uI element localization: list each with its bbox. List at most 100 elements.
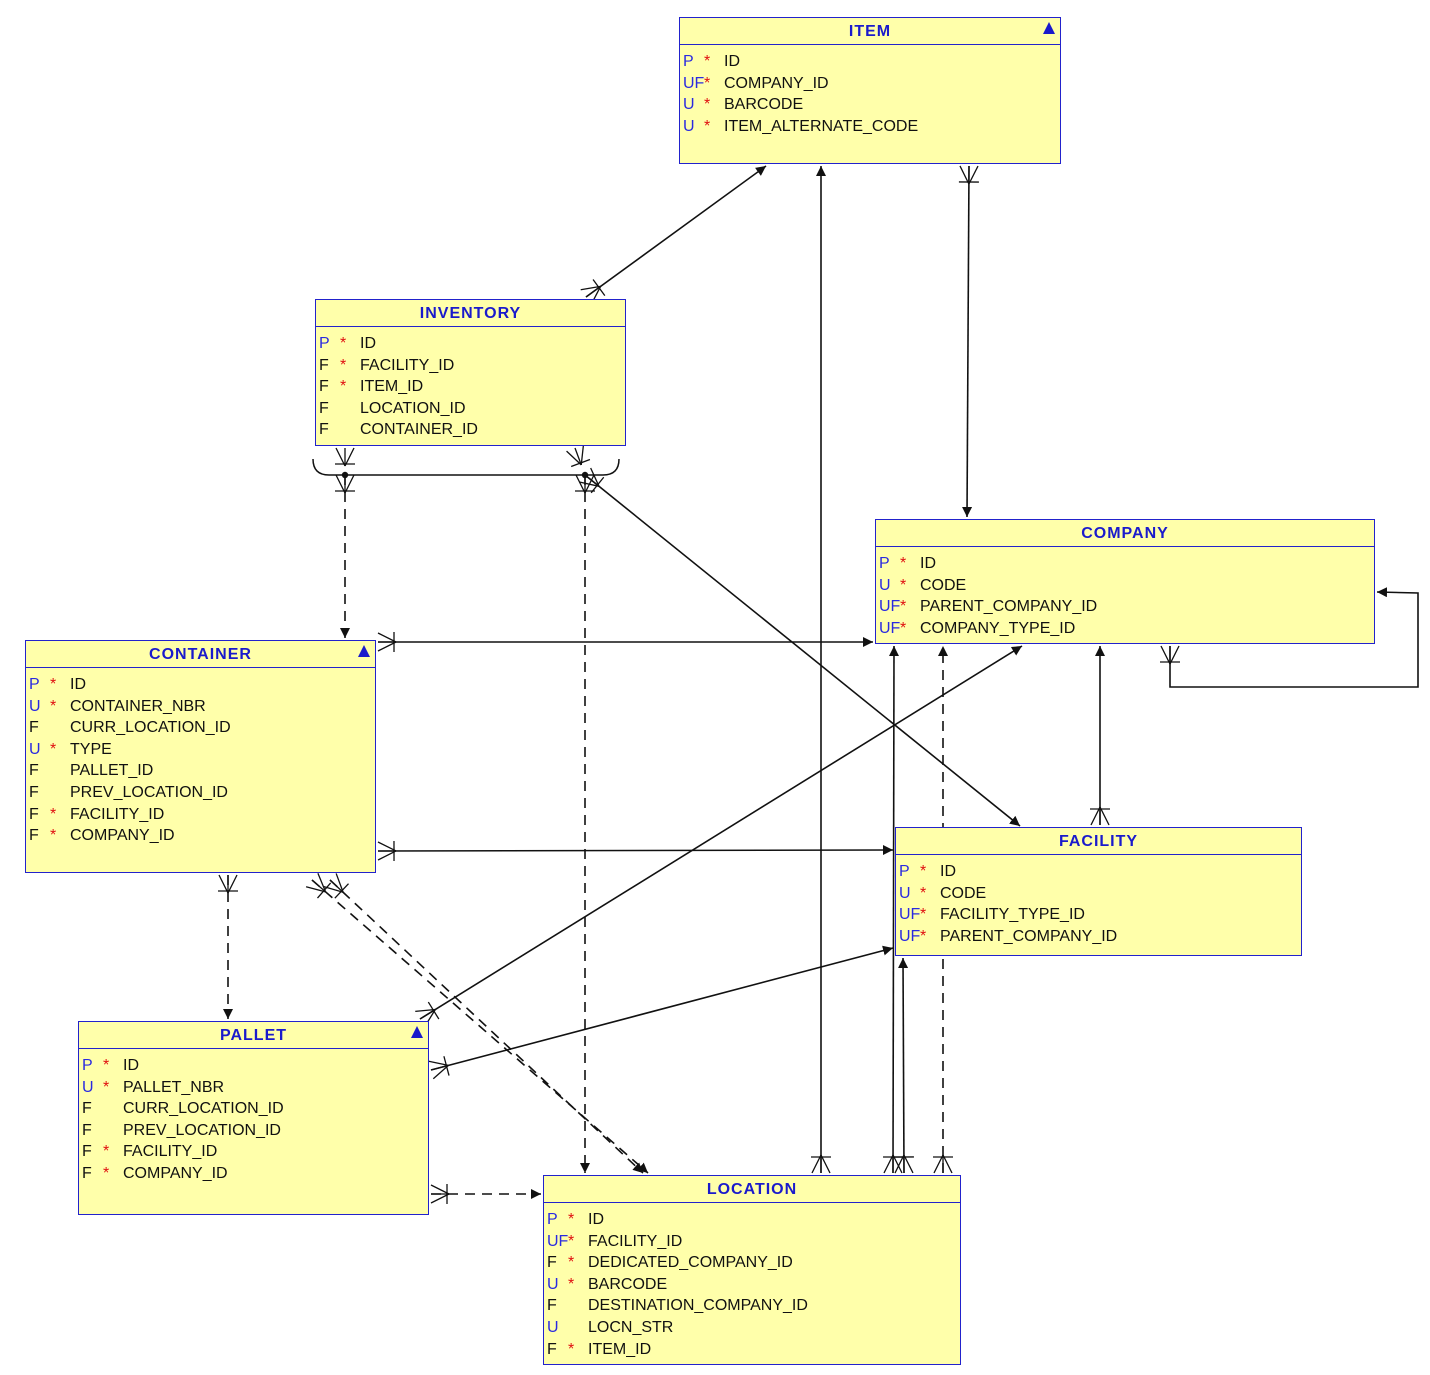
- mandatory-flag: *: [50, 805, 57, 823]
- crowfoot-end-icon: [335, 447, 355, 467]
- crowfoot-prong: [317, 872, 327, 893]
- column-key-flag: F: [29, 762, 39, 780]
- mandatory-flag: *: [704, 96, 711, 114]
- column-name: COMPANY_TYPE_ID: [920, 619, 1076, 637]
- column-name: FACILITY_ID: [70, 805, 165, 823]
- crowfoot-prong: [377, 632, 397, 643]
- column-key-flag: P: [899, 863, 910, 880]
- column-name: COMPANY_ID: [724, 74, 829, 92]
- column-name: ID: [70, 676, 86, 693]
- triangle-marker-icon: [411, 1026, 423, 1038]
- column-name: CURR_LOCATION_ID: [70, 719, 231, 737]
- column-name: ID: [360, 335, 376, 352]
- crowfoot-prong: [894, 1154, 905, 1174]
- column-name: ITEM_ID: [360, 378, 424, 396]
- crowfoot-prong: [590, 467, 600, 487]
- column-row: F*FACILITY_ID: [79, 1141, 428, 1163]
- column-key-flag: P: [319, 335, 330, 352]
- column-key-flag: P: [82, 1057, 93, 1074]
- crowfoot-prong: [430, 1184, 450, 1195]
- crowfoot-prong: [432, 1064, 449, 1080]
- column-key-flag: U: [547, 1275, 559, 1293]
- crowfoot-prong: [892, 1154, 903, 1174]
- column-row: F*FACILITY_ID: [26, 804, 375, 826]
- mandatory-flag: *: [900, 598, 907, 616]
- column-name: CURR_LOCATION_ID: [123, 1100, 284, 1118]
- crowfoot-prong: [574, 447, 582, 466]
- mandatory-flag: *: [50, 740, 57, 758]
- column-name: BARCODE: [724, 96, 804, 114]
- column-key-flag: F: [547, 1254, 557, 1272]
- relationship-inventory-item: [580, 165, 767, 305]
- entity-title-text: CONTAINER: [149, 646, 252, 663]
- entity-title-text: LOCATION: [706, 1181, 798, 1198]
- crowfoot-prong: [311, 879, 326, 893]
- mandatory-flag: *: [50, 827, 57, 845]
- column-key-flag: F: [319, 421, 329, 439]
- entity-title: COMPANY: [876, 520, 1374, 547]
- arc-bracket-path: [312, 458, 620, 476]
- relationship-line: [585, 165, 767, 298]
- mandatory-flag: *: [568, 1340, 575, 1358]
- column-row: P*ID: [544, 1209, 960, 1231]
- mandatory-flag: *: [50, 697, 57, 715]
- crowfoot-end-icon: [428, 1056, 450, 1080]
- entity-title: CONTAINER: [26, 641, 375, 668]
- crowfoot-end-icon: [893, 1154, 914, 1174]
- column-name: FACILITY_ID: [360, 356, 455, 374]
- relationship-line: [1169, 587, 1419, 688]
- column-name: PALLET_ID: [70, 762, 154, 780]
- column-name: FACILITY_TYPE_ID: [940, 906, 1085, 924]
- column-name: LOCN_STR: [588, 1318, 674, 1336]
- crowfoot-prong: [335, 474, 346, 494]
- crowfoot-prong: [942, 1154, 953, 1174]
- column-key-flag: P: [879, 555, 890, 572]
- column-row: P*ID: [680, 51, 1060, 73]
- relationship-container-location-prev: [323, 873, 644, 1174]
- column-key-flag: F: [29, 783, 39, 801]
- relationship-line: [584, 474, 1021, 827]
- column-key-flag: UF: [899, 906, 921, 924]
- column-row: F PALLET_ID: [26, 760, 375, 782]
- crowfoot-end-icon: [430, 1184, 450, 1204]
- mandatory-flag: *: [340, 335, 347, 352]
- crowfoot-prong: [579, 481, 600, 487]
- column-key-flag: U: [29, 740, 41, 758]
- crowfoot-end-icon: [1090, 806, 1110, 826]
- mandatory-flag: *: [50, 676, 57, 693]
- crowfoot-prong: [575, 474, 586, 494]
- column-key-flag: P: [29, 676, 40, 693]
- mandatory-flag: *: [103, 1143, 110, 1161]
- crowfoot-prong: [430, 1064, 449, 1071]
- column-row: UF*FACILITY_ID: [544, 1231, 960, 1253]
- column-name: CODE: [920, 576, 967, 594]
- column-name: ID: [724, 53, 740, 70]
- relationship-line: [329, 879, 644, 1174]
- relationship-inventory-container: [335, 474, 355, 638]
- crowfoot-bar: [570, 458, 591, 468]
- crowfoot-prong: [580, 444, 585, 465]
- relationship-line: [898, 957, 909, 1174]
- crowfoot-prong: [1160, 645, 1171, 665]
- column-row: UF*PARENT_COMPANY_ID: [896, 926, 1301, 948]
- mandatory-flag: *: [900, 619, 907, 637]
- mandatory-flag: *: [704, 74, 711, 92]
- column-row: F*DEDICATED_COMPANY_ID: [544, 1252, 960, 1274]
- column-name: PREV_LOCATION_ID: [123, 1121, 281, 1139]
- crowfoot-prong: [883, 1154, 894, 1174]
- column-name: ID: [940, 863, 956, 880]
